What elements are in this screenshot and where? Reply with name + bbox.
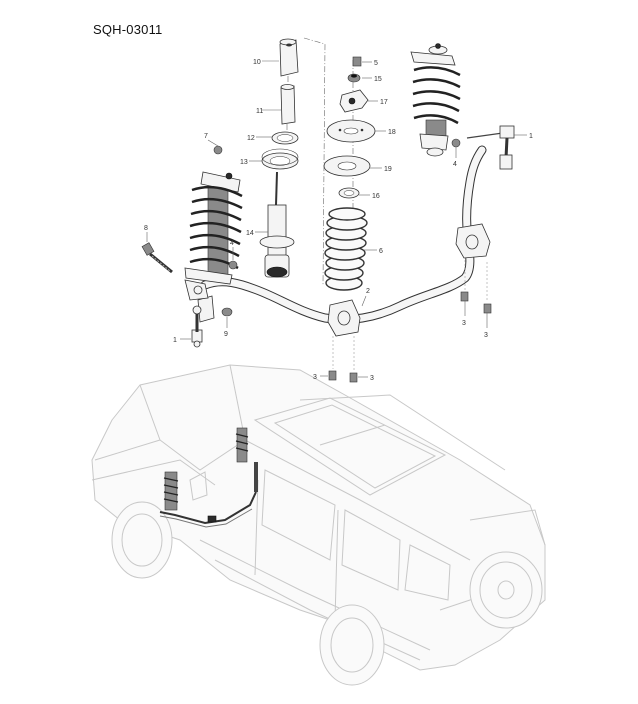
nut-4-left bbox=[228, 260, 238, 270]
callout-8: 8 bbox=[144, 225, 148, 232]
callout-4-left: 4 bbox=[230, 240, 234, 247]
callout-9: 9 bbox=[224, 331, 228, 338]
callout-6: 6 bbox=[379, 248, 383, 255]
callout-11: 11 bbox=[256, 108, 263, 115]
nut-4-right bbox=[451, 138, 461, 148]
callout-labels: 10 11 12 13 14 5 15 17 18 19 16 6 1 4 2 … bbox=[144, 59, 533, 382]
callout-4-right: 4 bbox=[453, 161, 457, 168]
nut-9 bbox=[221, 307, 233, 317]
stabilizer-bar bbox=[197, 145, 491, 337]
callout-10: 10 bbox=[253, 59, 261, 66]
callout-3-right-b: 3 bbox=[484, 332, 488, 339]
bolts-3 bbox=[328, 260, 492, 383]
nut-7 bbox=[213, 145, 223, 155]
vehicle-outline bbox=[91, 364, 546, 686]
callout-5: 5 bbox=[374, 60, 378, 67]
callout-3-right-a: 3 bbox=[462, 320, 466, 327]
leader-lines bbox=[146, 60, 527, 378]
callout-19: 19 bbox=[384, 166, 392, 173]
end-link-right bbox=[466, 125, 515, 170]
callout-15: 15 bbox=[374, 76, 382, 83]
callout-14: 14 bbox=[246, 230, 254, 237]
callout-17: 17 bbox=[380, 99, 388, 106]
right-shock-assembly bbox=[410, 43, 461, 157]
exploded-strut bbox=[259, 38, 299, 278]
callout-1-right: 1 bbox=[529, 133, 533, 140]
callout-1-left: 1 bbox=[173, 337, 177, 344]
callout-12: 12 bbox=[247, 135, 255, 142]
callout-13: 13 bbox=[240, 159, 248, 166]
installed-suspension bbox=[159, 427, 258, 528]
end-link-left bbox=[191, 305, 203, 348]
callout-3-center-left: 3 bbox=[313, 374, 317, 381]
callout-7: 7 bbox=[204, 133, 208, 140]
bolt-8 bbox=[141, 242, 173, 274]
left-shock-assembly bbox=[184, 171, 243, 301]
callout-2: 2 bbox=[366, 288, 370, 295]
exploded-spring-stack bbox=[323, 56, 376, 291]
callout-16: 16 bbox=[372, 193, 380, 200]
callout-3-center-right: 3 bbox=[370, 375, 374, 382]
diagram-title: SQH-03011 bbox=[93, 22, 163, 37]
callout-18: 18 bbox=[388, 129, 396, 136]
